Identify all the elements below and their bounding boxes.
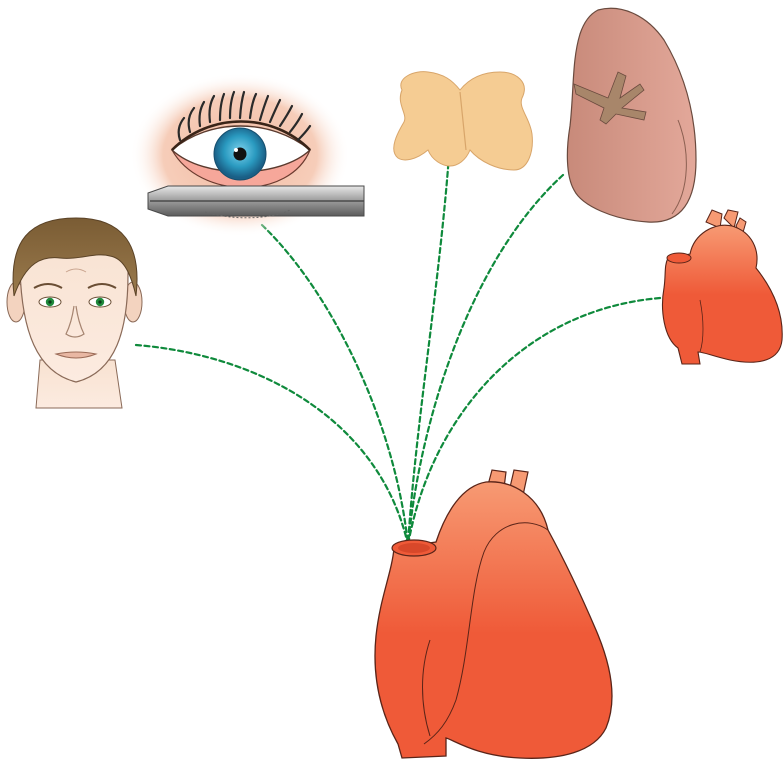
- connector-face: [136, 345, 408, 545]
- thymus-icon: [394, 72, 533, 170]
- small-heart-icon: [663, 210, 783, 364]
- human-face-icon: [7, 218, 142, 408]
- lung-icon: [567, 8, 696, 222]
- eye-with-needle-icon: [130, 73, 364, 237]
- connector-eye: [262, 225, 408, 545]
- connector-thymus: [408, 155, 449, 545]
